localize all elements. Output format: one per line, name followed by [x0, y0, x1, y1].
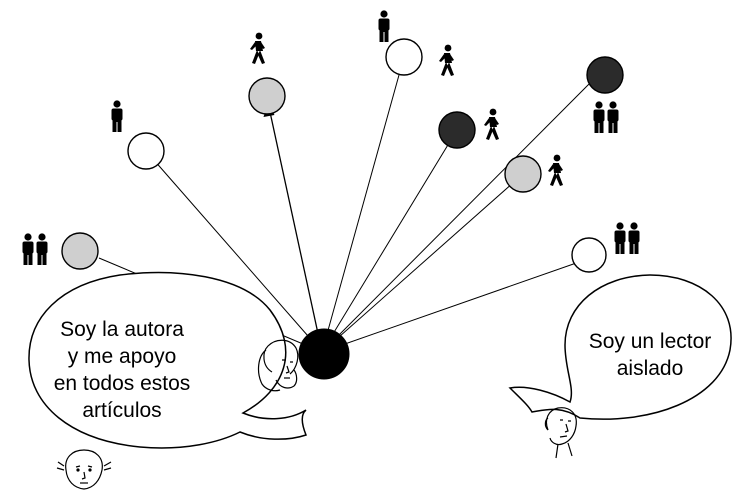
link-right-white — [321, 260, 583, 353]
couple-icon — [593, 101, 619, 133]
couple-icon — [22, 233, 48, 265]
standing-person-icon — [111, 100, 123, 132]
node-gray — [504, 155, 542, 193]
walking-person-icon — [250, 32, 265, 64]
author-speech-text: Soy la autora y me apoyo en todos estos … — [32, 316, 212, 424]
reader-speech-text: Soy un lector aislado — [580, 328, 720, 382]
woman-face-icon — [257, 339, 299, 392]
node-gray — [248, 77, 286, 115]
reader-speech-line: aislado — [616, 357, 684, 380]
author-speech-line: Soy la autora — [60, 318, 184, 341]
article-nodes — [61, 38, 624, 380]
couple-icon — [614, 222, 640, 254]
reader-speech-line: Soy un lector — [588, 330, 712, 353]
citation-lines — [98, 56, 598, 353]
link-right-gray — [321, 173, 524, 353]
walking-person-icon — [439, 44, 454, 76]
reader-speech-bubble — [508, 274, 732, 420]
author-speech-line: artículos — [82, 399, 162, 422]
author-speech-bubble — [28, 271, 307, 449]
walking-person-icon — [548, 154, 563, 186]
node-white — [385, 38, 423, 76]
walking-person-icon — [484, 108, 499, 140]
man-face-icon — [544, 407, 577, 459]
node-dark — [438, 111, 476, 149]
link-top-gray-arrow — [269, 111, 323, 353]
link-top-white — [321, 56, 405, 353]
node-white — [571, 237, 607, 273]
author-node — [298, 328, 350, 380]
man-face-icon — [56, 449, 112, 490]
link-right-dark — [321, 129, 458, 353]
author-speech-line: en todos estos — [53, 372, 191, 395]
node-gray — [61, 232, 99, 270]
standing-person-icon — [378, 10, 390, 42]
author-speech-line: y me apoyo — [67, 345, 177, 368]
link-left-white — [145, 150, 323, 353]
link-far-dark — [321, 75, 598, 353]
node-white — [127, 132, 165, 170]
node-dark — [586, 56, 624, 94]
